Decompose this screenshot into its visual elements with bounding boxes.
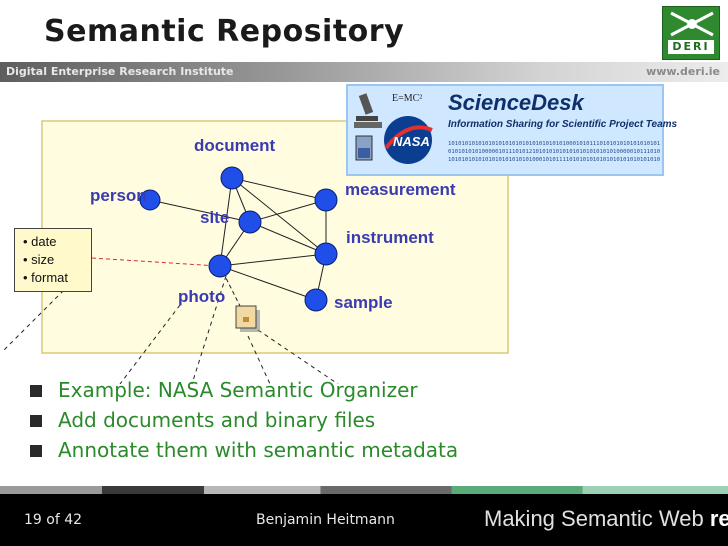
node-person <box>139 189 161 211</box>
sciencedesk-subtitle: Information Sharing for Scientific Proje… <box>448 119 678 130</box>
dashed-projection-4 <box>247 335 271 384</box>
label-measurement: measurement <box>345 180 456 199</box>
dashed-projection-5 <box>257 329 339 384</box>
bullet-square-icon <box>30 445 42 457</box>
bullet-text: Example: NASA Semantic Organizer <box>58 378 418 402</box>
bullet-item: Example: NASA Semantic Organizer <box>30 376 458 406</box>
edge-person-site <box>149 199 251 223</box>
nasa-logo-icon: NASA <box>384 116 433 164</box>
bullet-item: Add documents and binary files <box>30 406 458 436</box>
node-sample <box>304 288 328 312</box>
footer-tagline: Making Semantic Web real. <box>484 506 728 532</box>
sciencedesk-binary: 1010101010101010101010101010101010100010… <box>448 140 660 164</box>
tagline-prefix: Making Semantic Web <box>484 506 710 531</box>
institute-name: Digital Enterprise Research Institute <box>6 65 234 78</box>
sciencedesk-equation: E=MC² <box>392 93 423 104</box>
label-site: site <box>200 208 230 227</box>
svg-text:NASA: NASA <box>393 134 430 149</box>
bullet-square-icon <box>30 415 42 427</box>
sciencedesk-illustration: NASA <box>354 93 433 164</box>
slide-title: Semantic Repository <box>44 14 405 49</box>
edge-site-measurement <box>249 199 327 223</box>
edge-photo-sample <box>219 265 317 301</box>
node-instrument <box>314 242 338 266</box>
label-sample: sample <box>334 293 393 312</box>
binary-line: 1010101010101010101010101010101010100010… <box>448 141 660 147</box>
logo-graph-icon <box>670 11 714 37</box>
label-person: person <box>90 186 147 205</box>
microscope-icon <box>354 93 382 128</box>
tagline-emphasis: real. <box>709 506 728 531</box>
node-photo <box>208 254 232 278</box>
metadata-item: date <box>23 233 91 251</box>
label-document: document <box>194 136 276 155</box>
label-photo: photo <box>178 287 226 306</box>
edge-site-instrument <box>249 221 327 255</box>
author-name: Benjamin Heitmann <box>256 512 395 528</box>
sciencedesk-title: ScienceDesk <box>448 90 584 115</box>
binary-line: 0101010101000001011101012101010101010101… <box>448 149 660 155</box>
file-icon <box>235 305 260 332</box>
edge-document-photo <box>219 177 233 267</box>
bullet-text: Annotate them with semantic metadata <box>58 438 459 462</box>
label-instrument: instrument <box>346 228 434 247</box>
bullet-list: Example: NASA Semantic Organizer Add doc… <box>30 376 458 466</box>
binary-line: 1010101010101010101010101000101011110101… <box>448 157 660 163</box>
edge-document-instrument <box>231 177 327 255</box>
footer-color-strip <box>0 486 728 494</box>
edge-document-measurement <box>231 177 327 201</box>
header-bar <box>0 62 728 82</box>
metadata-item: size <box>23 251 91 269</box>
node-document <box>220 166 244 190</box>
node-site <box>238 210 262 234</box>
page-number: 19 of 42 <box>24 512 83 528</box>
dashed-projection-3 <box>191 275 227 384</box>
metadata-item: format <box>23 269 91 287</box>
deri-logo-text: DERI <box>668 40 714 54</box>
dashed-projection-1 <box>1 261 93 353</box>
site-url[interactable]: www.deri.ie <box>646 65 720 78</box>
bullet-square-icon <box>30 385 42 397</box>
flask-icon <box>355 135 373 161</box>
metadata-box: date size format <box>14 228 92 292</box>
metadata-link <box>91 257 219 267</box>
bullet-item: Annotate them with semantic metadata <box>30 436 458 466</box>
bullet-text: Add documents and binary files <box>58 408 376 432</box>
dashed-projection-2 <box>119 304 181 384</box>
node-measurement <box>314 188 338 212</box>
footer-bar <box>0 494 728 546</box>
edge-photo-instrument <box>219 253 327 267</box>
